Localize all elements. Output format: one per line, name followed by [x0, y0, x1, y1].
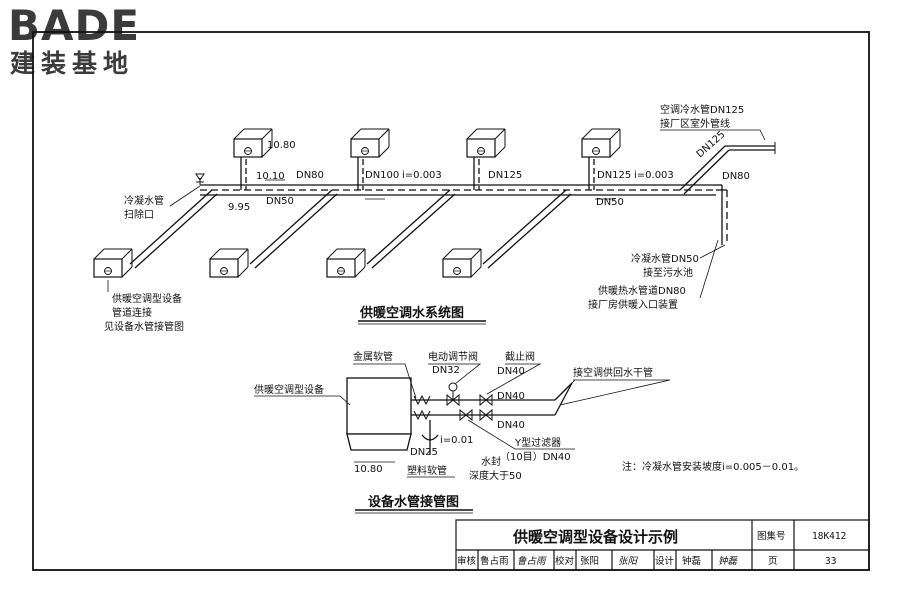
slope-2: i=0.003: [634, 170, 674, 181]
label-plastic-hose: 塑料软管: [407, 464, 447, 477]
title-block: [455, 519, 870, 571]
label-stop-valve: 截止阀: [505, 350, 535, 363]
dn100: DN100: [365, 170, 399, 181]
slope-1: i=0.003: [402, 170, 442, 181]
page-label: 页: [768, 556, 778, 567]
drawing-title: 供暖空调型设备设计示例: [512, 528, 678, 546]
fan-coil-upper-4: [581, 128, 621, 158]
elev-top: 10.80: [267, 140, 296, 151]
fan-coil-lower-1: [93, 248, 133, 278]
fan-coil-upper-3: [466, 128, 506, 158]
right-note-2: 接至污水池: [643, 266, 693, 279]
atlas-number: 18K412: [812, 531, 846, 542]
cond-pipe-2: 扫除口: [124, 208, 154, 221]
dn50-right: DN50: [596, 197, 624, 208]
dn80-left: DN80: [296, 170, 324, 181]
page-number: 33: [825, 556, 836, 567]
electric-valve-icon: [446, 382, 460, 407]
signature-review: 鲁占雨: [517, 555, 547, 567]
role-review: 审核: [457, 555, 477, 567]
fan-coil-lower-4: [442, 248, 482, 278]
unit-note-1: 供暖空调型设备: [112, 292, 182, 305]
fan-coil-lower-2: [209, 248, 249, 278]
logo-subtitle: 建装基地: [10, 49, 135, 78]
role-design: 设计: [655, 555, 675, 567]
label-valve-dn: DN32: [432, 365, 460, 376]
label-water-seal-1: 水封: [481, 455, 501, 468]
role-check: 校对: [555, 555, 575, 567]
label-elev: 10.80: [354, 464, 383, 475]
right-note-3: 供暖热水管道DN80: [598, 284, 686, 297]
label-dn40-3: DN40: [497, 420, 525, 431]
metal-hose-icon: [413, 394, 431, 421]
label-dn40-2: DN40: [497, 391, 525, 402]
sheet-border: [32, 31, 870, 571]
name-design: 钟磊: [682, 555, 702, 567]
label-electric-valve: 电动调节阀: [428, 350, 478, 363]
install-note: 注：冷凝水管安装坡度i=0.005－0.01。: [622, 460, 804, 473]
cleanout-icon: [195, 173, 205, 185]
label-water-seal-2: 深度大于50: [469, 469, 522, 482]
label-equipment: 供暖空调型设备: [254, 383, 324, 396]
stop-valve-icon: [479, 393, 493, 422]
name-check: 张阳: [580, 556, 599, 567]
equipment-diagram-title: 设备水管接管图: [368, 494, 459, 510]
right-note-1: 冷凝水管DN50: [631, 252, 699, 265]
note-top-right-1: 空调冷水管DN125: [660, 103, 744, 116]
unit-note-2: 管道连接: [112, 306, 152, 319]
label-supply-main: 接空调供回水干管: [573, 366, 653, 379]
atlas-label: 图集号: [757, 530, 786, 542]
signature-check: 张阳: [618, 556, 639, 567]
label-y-filter-2: （10目）DN40: [500, 451, 571, 463]
equipment-pipes: [411, 379, 576, 455]
logo-brand: BADE: [8, 1, 141, 50]
dn125-right: DN125: [597, 170, 631, 181]
elev-pipe: 10.10: [256, 171, 285, 182]
main-pipes: [200, 142, 776, 245]
label-dn25: DN25: [410, 447, 438, 458]
dn80-right: DN80: [722, 171, 750, 182]
fan-coil-upper-2: [350, 128, 390, 158]
label-dn40-1: DN40: [497, 366, 525, 377]
label-slope: i=0.01: [440, 435, 473, 446]
signature-design: 钟磊: [718, 556, 739, 567]
right-note-4: 接厂房供暖入口装置: [588, 298, 678, 311]
bade-logo: BADE 建装基地: [8, 4, 178, 84]
dn50-left: DN50: [266, 196, 294, 207]
system-diagram-title: 供暖空调水系统图: [359, 305, 464, 321]
cond-pipe-1: 冷凝水管: [124, 194, 164, 207]
equipment-unit: [346, 377, 412, 451]
elev-low: 9.95: [228, 202, 250, 213]
y-filter-icon: [459, 408, 473, 422]
unit-note-3: 见设备水管接管图: [104, 320, 184, 333]
name-review: 鲁占雨: [480, 555, 509, 567]
fan-coil-branches: [129, 150, 595, 269]
dn125-mid: DN125: [488, 170, 522, 181]
note-top-right-2: 接厂区室外管线: [660, 117, 730, 130]
label-metal-hose: 金属软管: [353, 350, 393, 363]
fan-coil-lower-3: [326, 248, 366, 278]
label-y-filter-1: Y型过滤器: [514, 436, 561, 449]
